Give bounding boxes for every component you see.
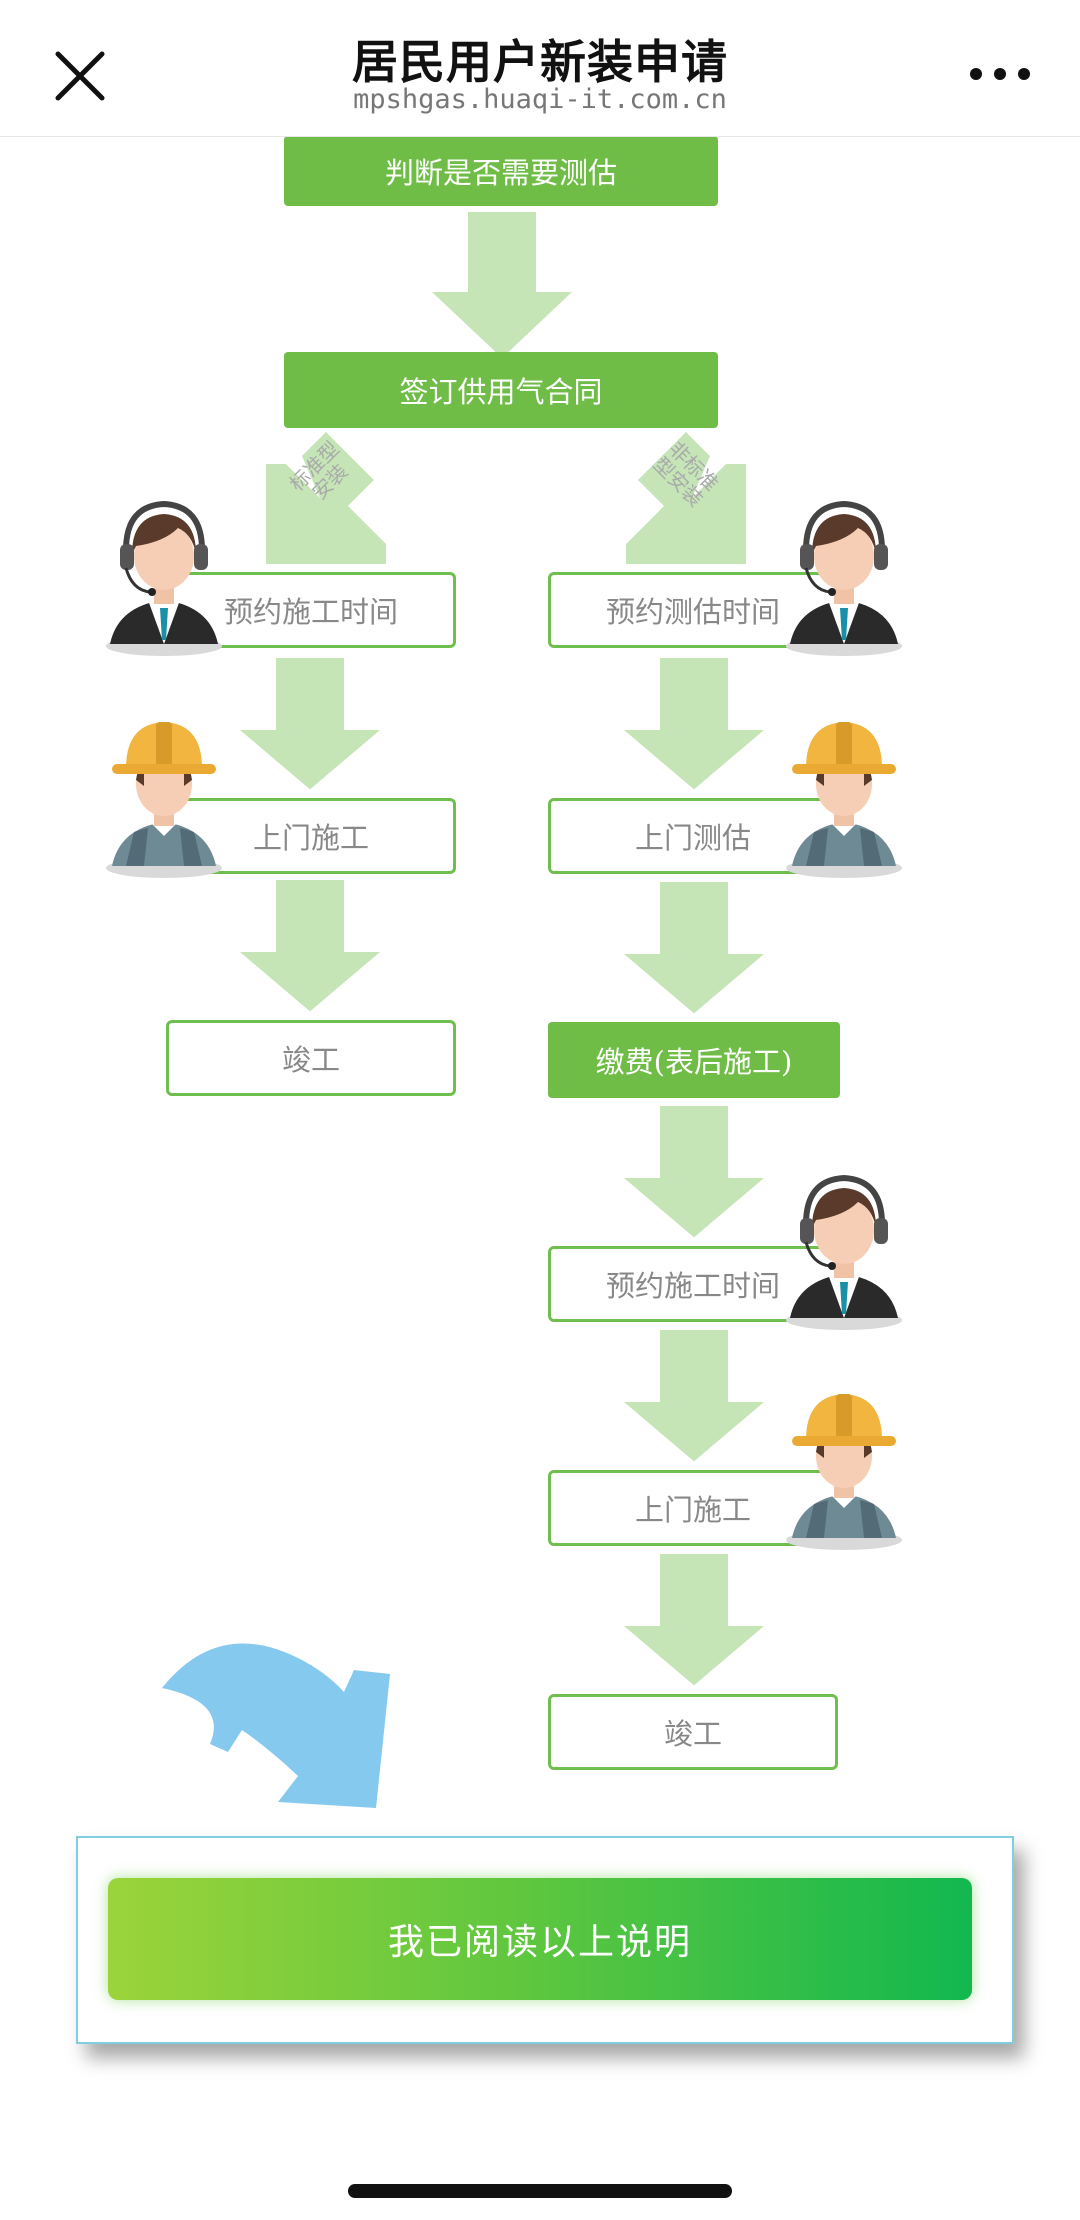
- down-arrow-icon: [432, 212, 572, 358]
- branch-arrow-left-icon: [266, 432, 386, 564]
- branch-arrow-right-icon: [626, 432, 746, 564]
- right-step-schedule-construction: 预约施工时间: [548, 1246, 838, 1322]
- more-icon[interactable]: [960, 44, 1040, 104]
- top-bar: 居民用户新装申请 mpshgas.huaqi-it.com.cn: [0, 0, 1080, 137]
- confirm-panel: 我已阅读以上说明: [76, 1836, 1014, 2044]
- curved-pointer-arrow-icon: [162, 1643, 390, 1808]
- down-arrow-icon: [624, 658, 764, 790]
- right-step-completion: 竣工: [548, 1694, 838, 1770]
- close-icon[interactable]: [44, 40, 116, 112]
- worker-icon: [786, 1394, 902, 1550]
- left-step-completion: 竣工: [166, 1020, 456, 1096]
- page-title: 居民用户新装申请: [352, 35, 728, 89]
- home-indicator[interactable]: [348, 2184, 732, 2198]
- right-step-onsite-estimate: 上门测估: [548, 798, 838, 874]
- right-step-payment: 缴费(表后施工): [548, 1022, 840, 1098]
- customer-service-icon: [104, 494, 224, 664]
- down-arrow-icon: [624, 1106, 764, 1238]
- down-arrow-icon: [624, 882, 764, 1014]
- step-sign-contract: 签订供用气合同: [284, 352, 718, 428]
- page-url: mpshgas.huaqi-it.com.cn: [353, 84, 727, 115]
- step-judge-estimate: 判断是否需要测估: [284, 136, 718, 206]
- left-step-onsite-construction: 上门施工: [166, 798, 456, 874]
- customer-service-icon: [784, 1168, 904, 1338]
- right-step-schedule-estimate: 预约测估时间: [548, 572, 838, 648]
- worker-icon: [106, 722, 222, 878]
- down-arrow-icon: [240, 658, 380, 790]
- worker-icon: [786, 722, 902, 878]
- customer-service-icon: [784, 494, 904, 664]
- down-arrow-icon: [624, 1330, 764, 1462]
- confirm-read-button[interactable]: 我已阅读以上说明: [108, 1878, 972, 2000]
- down-arrow-icon: [240, 880, 380, 1012]
- right-step-onsite-construction: 上门施工: [548, 1470, 838, 1546]
- down-arrow-icon: [624, 1554, 764, 1686]
